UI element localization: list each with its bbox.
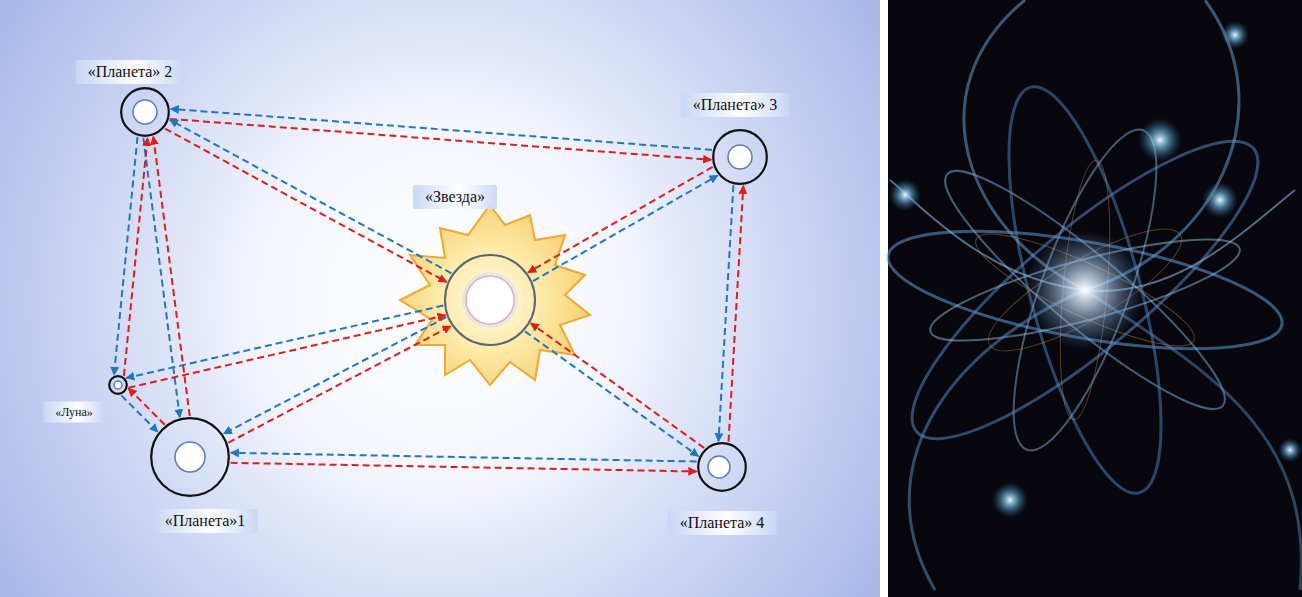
planet-body — [133, 100, 157, 124]
planet-body — [728, 145, 752, 169]
dashed-arrow — [171, 109, 712, 150]
dashed-arrow — [129, 315, 446, 387]
dashed-arrow — [533, 176, 718, 282]
orbit-ring — [697, 442, 747, 492]
planet-body — [114, 381, 122, 389]
node-label: «Планета» 4 — [668, 511, 777, 535]
dashed-arrow — [153, 137, 189, 416]
dashed-arrow — [124, 138, 148, 376]
node-label: «Планета» 2 — [76, 60, 185, 84]
planet-body — [708, 456, 730, 478]
node-label: «Планета» 3 — [681, 93, 790, 117]
dashed-arrow — [531, 323, 704, 448]
dashed-arrow — [128, 388, 164, 424]
planet-body — [175, 442, 205, 472]
dashed-arrow — [114, 137, 138, 375]
dashed-arrow — [528, 167, 713, 273]
ring — [713, 130, 767, 184]
dashed-arrow — [121, 395, 157, 431]
ring — [109, 376, 127, 394]
dashed-arrow — [224, 317, 447, 434]
dashed-arrow — [170, 120, 452, 273]
orbit-ring — [444, 254, 536, 346]
dashed-arrow — [231, 453, 697, 462]
ring — [121, 88, 169, 136]
dashed-arrow — [525, 331, 698, 456]
ring — [151, 418, 229, 496]
orbit-ring — [712, 129, 768, 185]
orbit-ring — [120, 87, 170, 137]
planet-node: «Планета» 2 — [120, 87, 170, 137]
panel-ground — [0, 0, 880, 597]
fractal-image — [878, 0, 1302, 597]
dashed-arrow — [165, 129, 447, 282]
orbit-ring — [150, 417, 230, 497]
node-label: «Луна» — [43, 402, 105, 423]
dashed-arrow — [143, 138, 180, 417]
dashed-arrow — [231, 463, 697, 472]
star-node: «Звезда» — [444, 254, 536, 346]
planet-node: «Планета» 4 — [697, 442, 747, 492]
node-label: «Звезда» — [413, 185, 497, 209]
dashed-arrow — [729, 186, 744, 442]
planet-node: «Луна» — [108, 375, 128, 395]
ring — [445, 255, 535, 345]
planet-node: «Планета» 3 — [712, 129, 768, 185]
dashed-arrow — [228, 326, 451, 443]
core — [466, 276, 514, 324]
node-label: «Планета»1 — [153, 509, 258, 533]
core-glow — [462, 272, 518, 328]
ring — [698, 443, 746, 491]
dashed-arrow — [170, 119, 711, 160]
planet-node: «Планета»1 — [150, 417, 230, 497]
orbit-ring — [108, 375, 128, 395]
